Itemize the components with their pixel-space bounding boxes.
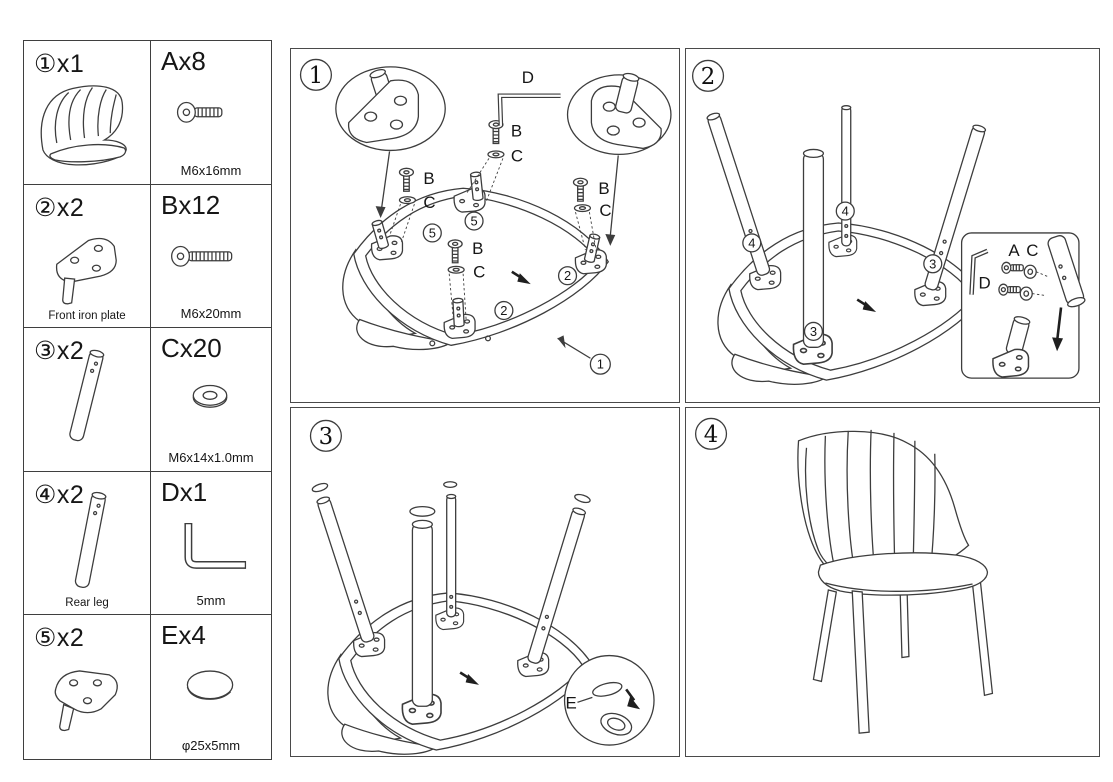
magnifier-left [335,66,446,219]
hw-cell-c: Cx20 M6x14x1.0mm [151,328,271,472]
rear-leg-back [841,105,852,247]
front-leg-right [924,124,987,291]
step-1-panel: D B C B C B C B C 5 5 2 2 [290,48,680,403]
step-3-badge: 3 [309,419,342,452]
label-washer-c: C [473,263,485,282]
part-qty-label: ⑤x2 [34,624,85,653]
rear-iron-plate-icon [54,670,118,732]
hardware-spec: φ25x5mm [181,738,241,753]
part-qty-label: ①x1 [34,50,85,78]
label-washer-c: C [599,201,611,220]
step-4-panel: 4 [685,407,1100,757]
svg-text:2: 2 [701,64,716,90]
ref-rear-plate: 5 [464,211,484,231]
chair-front-leg [812,589,838,683]
label-washer-c: C [1026,241,1038,260]
hardware-label: Ax8 [161,46,206,76]
rear-leg-left [311,482,375,643]
ref-rear-leg: 4 [835,201,855,221]
foot-pad-icon [186,670,234,701]
svg-text:3: 3 [810,324,817,339]
front-leg-center [409,505,436,707]
finished-chair-drawing [797,429,994,734]
part-cell-rear-leg: ④x2 Rear leg [24,471,151,616]
screw-a-icon [176,101,223,123]
label-allen-d: D [522,68,534,87]
part-caption: Front iron plate [48,310,126,323]
part-cell-front-leg: ③x2 [24,328,151,472]
ref-seat: 1 [557,335,611,375]
svg-text:5: 5 [470,214,477,229]
hardware-label: Bx12 [161,189,221,220]
parts-list-table: ①x1 Ax8 M6x16mm [23,40,272,760]
svg-text:4: 4 [748,235,755,250]
part-cell-front-plate: ②x2 Front iron plate [24,184,151,329]
part-cell-rear-plate: ⑤x2 [24,615,151,759]
part-qty-label: ②x2 [34,193,85,222]
hardware-spec: M6x16mm [180,162,242,178]
label-screw-b: B [472,239,483,258]
chair-rear-leg [970,572,994,697]
hw-cell-d: Dx1 5mm [151,472,271,616]
label-screw-b: B [511,122,522,141]
svg-text:4: 4 [704,422,719,448]
ref-front-plate: 2 [557,266,578,286]
hardware-label: Dx1 [161,476,208,507]
hw-cell-a: Ax8 M6x16mm [151,41,271,185]
hardware-spec: M6x20mm [180,306,242,322]
step-2-panel: 4 4 3 3 D A C [685,48,1100,403]
front-iron-plate-icon [55,237,117,305]
label-washer-c: C [511,146,523,165]
rear-leg-icon [74,491,107,588]
magnifier-right [566,72,672,246]
front-leg-right [527,493,591,664]
svg-text:4: 4 [842,204,849,219]
hardware-spec: 5mm [196,593,226,609]
part-caption: Rear leg [65,597,109,610]
screw-b-icon [171,245,233,267]
hw-cell-b: Bx12 M6x20mm [151,185,271,329]
rear-leg-left [706,112,771,276]
label-screw-b: B [598,179,609,198]
svg-text:1: 1 [597,357,604,372]
label-foot-pad-e: E [566,693,577,712]
allen-key-icon [497,93,561,126]
svg-text:2: 2 [564,268,571,283]
rear-leg-back [443,481,458,618]
label-washer-c: C [423,193,435,212]
label-allen-d: D [979,274,991,293]
fastening-detail-inset: D A C [960,232,1086,379]
ref-rear-leg: 4 [742,233,762,253]
svg-text:1: 1 [309,63,324,89]
step-3-panel: E 3 [290,407,680,757]
allen-key-icon [184,522,247,569]
ref-rear-plate: 5 [422,223,442,243]
ref-front-leg: 3 [803,321,824,341]
hardware-spec: M6x14x1.0mm [168,449,254,465]
chair-front-leg [851,590,870,734]
part-qty-label: ④x2 [34,480,85,509]
label-screw-a: A [1008,241,1020,260]
part-qty-label: ③x2 [34,337,85,366]
svg-text:3: 3 [319,424,334,450]
hardware-label: Ex4 [161,620,206,651]
washer-icon [192,385,228,409]
ref-front-plate: 2 [494,300,514,321]
ref-front-leg: 3 [923,254,943,274]
step-4-badge: 4 [694,417,728,450]
hw-cell-e: Ex4 φ25x5mm [151,615,271,759]
foot-pad-detail-inset: E [563,654,655,746]
hardware-label: Cx20 [161,333,222,364]
step-1-badge: 1 [299,58,333,91]
svg-text:2: 2 [500,303,507,318]
label-screw-b: B [423,169,434,188]
svg-text:3: 3 [929,256,936,271]
svg-text:5: 5 [429,225,436,240]
front-leg-icon [69,349,105,442]
front-leg-center [802,148,825,348]
step-2-badge: 2 [691,59,725,92]
part-cell-seat: ①x1 [24,41,151,185]
seat-shell-icon [40,85,127,166]
